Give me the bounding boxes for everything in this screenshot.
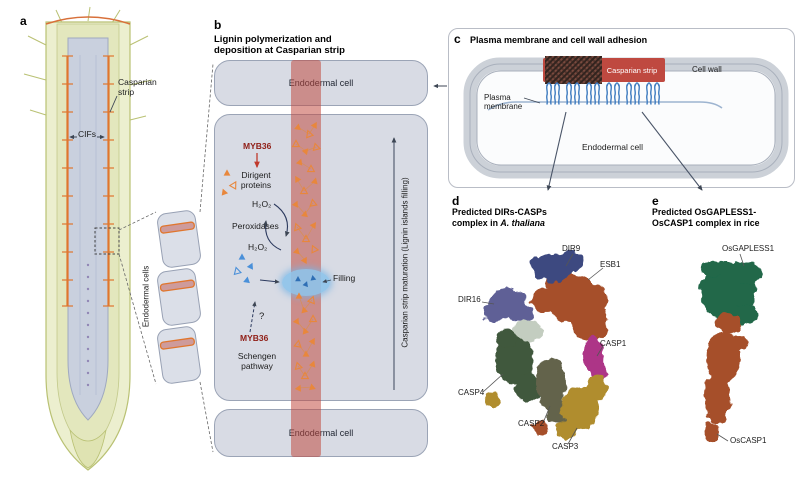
panel-a-tag: a — [20, 14, 27, 28]
panel-d-title-line2: complex in A. thaliana — [452, 218, 545, 229]
casparian-zone-box — [214, 114, 428, 401]
osgapless1-region — [700, 261, 762, 325]
casp2-region — [536, 357, 569, 424]
panel-e-tag: e — [652, 194, 659, 208]
dir16-label: DIR16 — [458, 295, 481, 304]
panel-d-title-prefix: complex in — [452, 218, 498, 228]
casparian-strip-pointer — [109, 95, 118, 113]
casp2-label: CASP2 — [518, 419, 545, 428]
question-mark-label: ? — [259, 311, 265, 322]
root-cortex — [56, 23, 120, 454]
lignin-filling-site — [282, 269, 330, 296]
panel-e-pointers — [716, 253, 745, 442]
cifs-label: CIFs — [78, 129, 96, 139]
endodermal-cells-label: Endodermal cells — [141, 265, 151, 328]
panel-d-tag: d — [452, 194, 460, 208]
panel-c-tag: c — [454, 32, 461, 46]
schengen-pathway-label: Schengen pathway — [237, 351, 277, 371]
endodermal-cell-bottom-box: Endodermal cell — [214, 409, 428, 457]
panel-e-title-line1: Predicted OsGAPLESS1- — [652, 207, 757, 217]
panel-d-title-line1: Predicted DIRs-CASPs — [452, 207, 547, 217]
endodermal-cell-stack — [157, 210, 201, 384]
dir9-region — [531, 252, 584, 282]
panel-d-pointers — [481, 253, 604, 445]
h2o2-top-label: H₂O₂ — [252, 199, 272, 209]
plasma-membrane-label: Plasma membrane — [484, 93, 523, 111]
peroxidases-label: Peroxidases — [232, 221, 279, 231]
esb1-label: ESB1 — [600, 260, 621, 269]
filling-label: Filling — [333, 273, 356, 283]
casparian-strip-label-c: Casparian strip — [606, 66, 658, 75]
myb36-top-label: MYB36 — [243, 141, 272, 151]
pale-region — [513, 320, 543, 342]
zoom-region — [94, 63, 214, 453]
casp3-label: CASP3 — [552, 442, 579, 451]
protein-complex-e — [700, 253, 762, 442]
root-hairs — [23, 6, 153, 121]
endodermal-cell-label-c: Endodermal cell — [582, 142, 643, 152]
panel-d-title-species: A. thaliana — [500, 218, 545, 228]
casp4-label: CASP4 — [458, 388, 485, 397]
casp4-region — [494, 329, 541, 402]
cell-wall-label: Cell wall — [692, 65, 722, 74]
oscasp1-label: OsCASP1 — [730, 436, 767, 445]
stele-vessels — [79, 55, 97, 395]
endodermal-cell-top-box: Endodermal cell — [214, 60, 428, 106]
root-cap — [69, 429, 107, 469]
panel-b-title-line2: deposition at Casparian strip — [214, 45, 345, 56]
oscasp1-region — [702, 313, 748, 441]
casp3-region — [484, 375, 608, 439]
panel-e-title-line2: OsCASP1 complex in rice — [652, 218, 760, 228]
panel-b-tag: b — [214, 18, 222, 32]
dir9-label: DIR9 — [562, 244, 581, 253]
protein-complex-d — [481, 252, 608, 445]
panel-b-title-line1: Lignin polymerization and — [214, 34, 332, 45]
root-cut-edge — [45, 16, 131, 25]
myb36-bottom-label: MYB36 — [240, 333, 269, 343]
casparian-strip-label-a: Casparian strip — [118, 77, 157, 97]
panel-c-title: Plasma membrane and cell wall adhesion — [470, 35, 648, 45]
root-stele — [67, 37, 109, 421]
osgapless1-label: OsGAPLESS1 — [722, 244, 775, 253]
h2o2-bottom-label: H₂O₂ — [248, 242, 268, 252]
dirigent-proteins-label: Dirigent proteins — [240, 170, 272, 190]
casp1-label: CASP1 — [600, 339, 627, 348]
casparian-strip-band — [291, 60, 321, 457]
casparian-strip-lines — [62, 55, 114, 307]
esb1-region — [531, 271, 608, 435]
maturation-axis-label: Casparian strip maturation (Lignin islan… — [400, 177, 410, 348]
stele-cells-dots — [86, 263, 90, 387]
dir16-region — [483, 289, 534, 323]
